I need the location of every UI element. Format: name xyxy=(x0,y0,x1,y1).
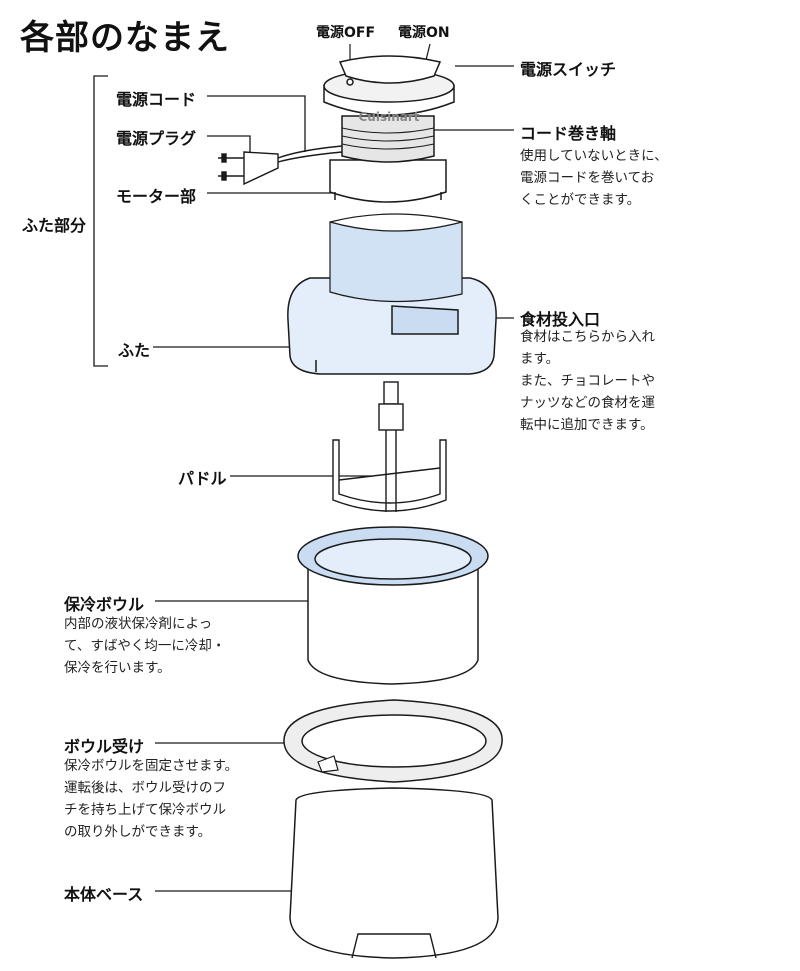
lid-icon xyxy=(287,213,497,375)
feed-chute-label: 食材投入口 xyxy=(520,310,601,329)
leader-power-plug xyxy=(207,135,251,152)
cord-reel-label: コード巻き軸 xyxy=(520,124,617,143)
paddle-icon xyxy=(332,381,447,512)
power-cord-label: 電源コード xyxy=(116,90,197,109)
power-plug-icon xyxy=(218,151,279,186)
power-switch-label: 電源スイッチ xyxy=(520,60,617,79)
base-icon xyxy=(289,787,499,959)
switch-off-label: 電源OFF xyxy=(316,25,376,41)
brand-logo: Cuisinart xyxy=(358,110,419,124)
motor-housing xyxy=(329,159,447,203)
power-plug-label: 電源プラグ xyxy=(116,129,197,148)
lid-group-bracket xyxy=(93,75,108,367)
feed-chute-icon xyxy=(391,305,459,335)
switch-on-label: 電源ON xyxy=(398,25,450,41)
motor-label: モーター部 xyxy=(116,187,197,206)
freezer-bowl-label: 保冷ボウル xyxy=(64,595,145,614)
freezer-bowl-icon xyxy=(297,526,489,685)
cord-reel-description: 使用していないときに、 電源コードを巻いてお くことができます。 xyxy=(520,148,668,208)
lid-group-label: ふた部分 xyxy=(22,216,87,235)
base-label: 本体ベース xyxy=(64,885,144,904)
bowl-holder-icon xyxy=(283,699,503,783)
feed-chute-description: 食材はこちらから入れ ます。 また、チョコレートや ナッツなどの食材を運 転中に… xyxy=(520,329,655,433)
freezer-bowl-description: 内部の液状保冷剤によっ て、すばやく均一に冷却・ 保冷を行います。 xyxy=(64,616,226,676)
paddle-label: パドル xyxy=(178,469,227,488)
leader-power-cord xyxy=(207,95,306,152)
cord-reel-icon xyxy=(341,115,435,163)
page-title: 各部のなまえ xyxy=(20,18,230,58)
power-cord-icon xyxy=(277,145,343,163)
motor-unit xyxy=(323,55,455,203)
lid-label: ふた xyxy=(118,341,151,360)
bowl-holder-label: ボウル受け xyxy=(64,737,145,756)
bowl-holder-description: 保冷ボウルを固定させます。 運転後は、ボウル受けのフ チを持ち上げて保冷ボウル … xyxy=(64,758,239,840)
